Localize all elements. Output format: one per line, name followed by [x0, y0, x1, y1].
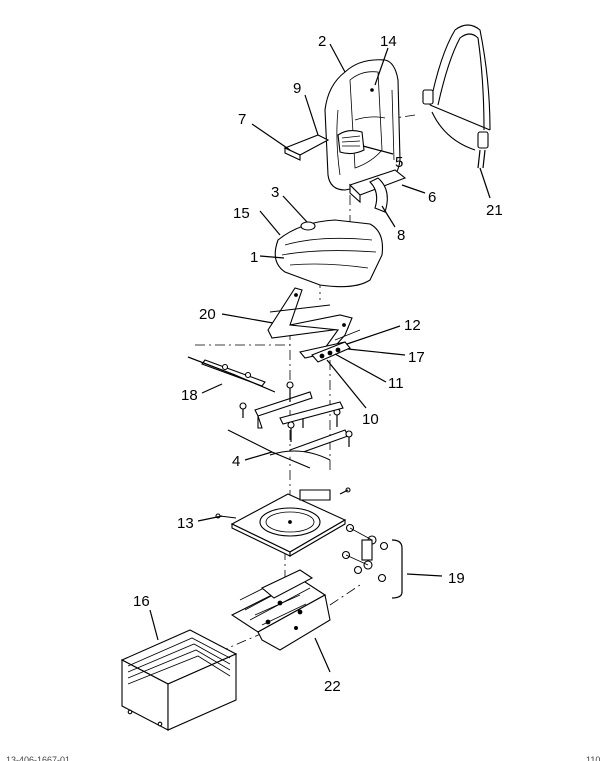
rail-parts [201, 359, 353, 461]
lumbar-support [337, 129, 365, 155]
leader-lines [149, 43, 491, 673]
callout-12: 12 [404, 317, 421, 334]
headrest-mark-icon [370, 88, 374, 92]
callout-labels: 1 2 3 4 5 6 7 8 9 10 11 12 13 14 15 16 1… [133, 33, 503, 695]
callout-19: 19 [448, 570, 465, 587]
callout-18: 18 [181, 387, 198, 404]
shock-absorber-parts [341, 523, 389, 583]
callout-16: 16 [133, 593, 150, 610]
armrest-right [348, 169, 407, 213]
seat-back [324, 59, 401, 191]
callout-17: 17 [408, 349, 425, 366]
callout-7: 7 [238, 111, 246, 128]
callout-4: 4 [232, 453, 240, 470]
callout-11: 11 [388, 375, 404, 392]
callout-13: 13 [177, 515, 194, 532]
callout-20: 20 [199, 306, 216, 323]
seat-guard [120, 629, 238, 731]
callout-14: 14 [380, 33, 397, 50]
callout-15: 15 [233, 205, 250, 222]
callout-3: 3 [271, 184, 279, 201]
callout-2: 2 [318, 33, 326, 50]
callout-5: 5 [395, 154, 403, 171]
seat-cushion [274, 219, 384, 288]
callout-6: 6 [428, 189, 436, 206]
callout-10: 10 [362, 411, 379, 428]
suspension-base [230, 569, 331, 651]
control-block [311, 329, 361, 363]
cushion-knob [300, 221, 316, 231]
callout-8: 8 [397, 227, 405, 244]
armrest-left [283, 134, 330, 161]
figure-code: 13-406-1667-01 [6, 755, 70, 761]
callout-1: 1 [250, 249, 258, 266]
callout-22: 22 [324, 678, 341, 695]
callout-9: 9 [293, 80, 301, 97]
callout-21: 21 [486, 202, 503, 219]
page-number: 110 [586, 755, 600, 761]
arm-frame [422, 24, 491, 169]
mounting-plate [215, 487, 351, 557]
